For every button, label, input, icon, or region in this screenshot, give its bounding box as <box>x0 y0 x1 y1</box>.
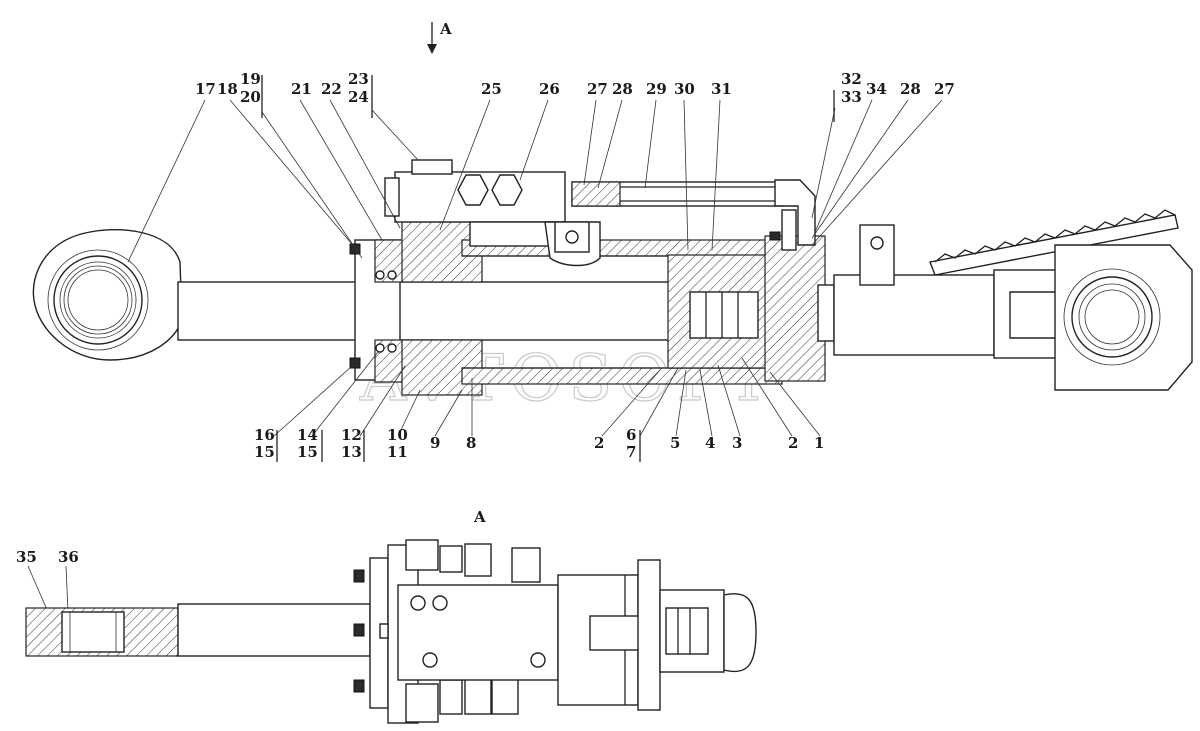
callout-12: 12 <box>341 426 362 444</box>
cylinder-body-right <box>833 274 995 356</box>
view-a-title: A <box>473 508 486 526</box>
callout-22: 22 <box>321 80 342 98</box>
rod-eye-right <box>993 244 1193 391</box>
cylinder-tube-bottom <box>461 367 783 385</box>
callout-2-right: 2 <box>788 434 798 452</box>
callout-5: 5 <box>670 434 680 452</box>
callout-26: 26 <box>539 80 560 98</box>
callout-15-b: 15 <box>297 443 318 461</box>
callout-11: 11 <box>387 443 408 461</box>
pipe <box>571 179 816 251</box>
valve-block <box>384 159 601 267</box>
main-section-view <box>32 159 1193 396</box>
callout-33: 33 <box>841 88 862 106</box>
callout-32: 32 <box>841 70 862 88</box>
callout-10: 10 <box>387 426 408 444</box>
callout-16: 16 <box>254 426 275 444</box>
callout-27-right: 27 <box>934 80 955 98</box>
callout-25: 25 <box>481 80 502 98</box>
callout-7: 7 <box>626 443 636 461</box>
callout-2: 2 <box>594 434 604 452</box>
callout-30: 30 <box>674 80 695 98</box>
callout-36: 36 <box>58 548 79 566</box>
callout-19: 19 <box>240 70 261 88</box>
callout-31: 31 <box>711 80 732 98</box>
view-a <box>25 539 757 724</box>
callout-24: 24 <box>348 88 369 106</box>
callout-18: 18 <box>217 80 238 98</box>
callout-14: 14 <box>297 426 318 444</box>
callout-20: 20 <box>240 88 261 106</box>
callout-6: 6 <box>626 426 636 444</box>
section-marker-label: A <box>439 20 452 38</box>
callout-labels: 17 18 19 20 21 22 23 24 25 26 27 28 29 3… <box>16 70 955 566</box>
callout-17: 17 <box>195 80 216 98</box>
callout-29: 29 <box>646 80 667 98</box>
rack <box>929 209 1179 276</box>
callout-9: 9 <box>430 434 440 452</box>
leader-lines <box>27 75 943 613</box>
end-cap <box>764 235 826 382</box>
section-arrow: A <box>427 20 452 54</box>
callout-35: 35 <box>16 548 37 566</box>
callout-3: 3 <box>732 434 742 452</box>
callout-28: 28 <box>612 80 633 98</box>
callout-23: 23 <box>348 70 369 88</box>
callout-8: 8 <box>466 434 476 452</box>
callout-21: 21 <box>291 80 312 98</box>
piston-rod <box>177 281 679 341</box>
callout-27: 27 <box>587 80 608 98</box>
callout-34: 34 <box>866 80 887 98</box>
callout-28-right: 28 <box>900 80 921 98</box>
callout-4: 4 <box>705 434 715 452</box>
callout-1: 1 <box>814 434 824 452</box>
callout-15: 15 <box>254 443 275 461</box>
callout-13: 13 <box>341 443 362 461</box>
rod-eye-left <box>32 228 183 361</box>
